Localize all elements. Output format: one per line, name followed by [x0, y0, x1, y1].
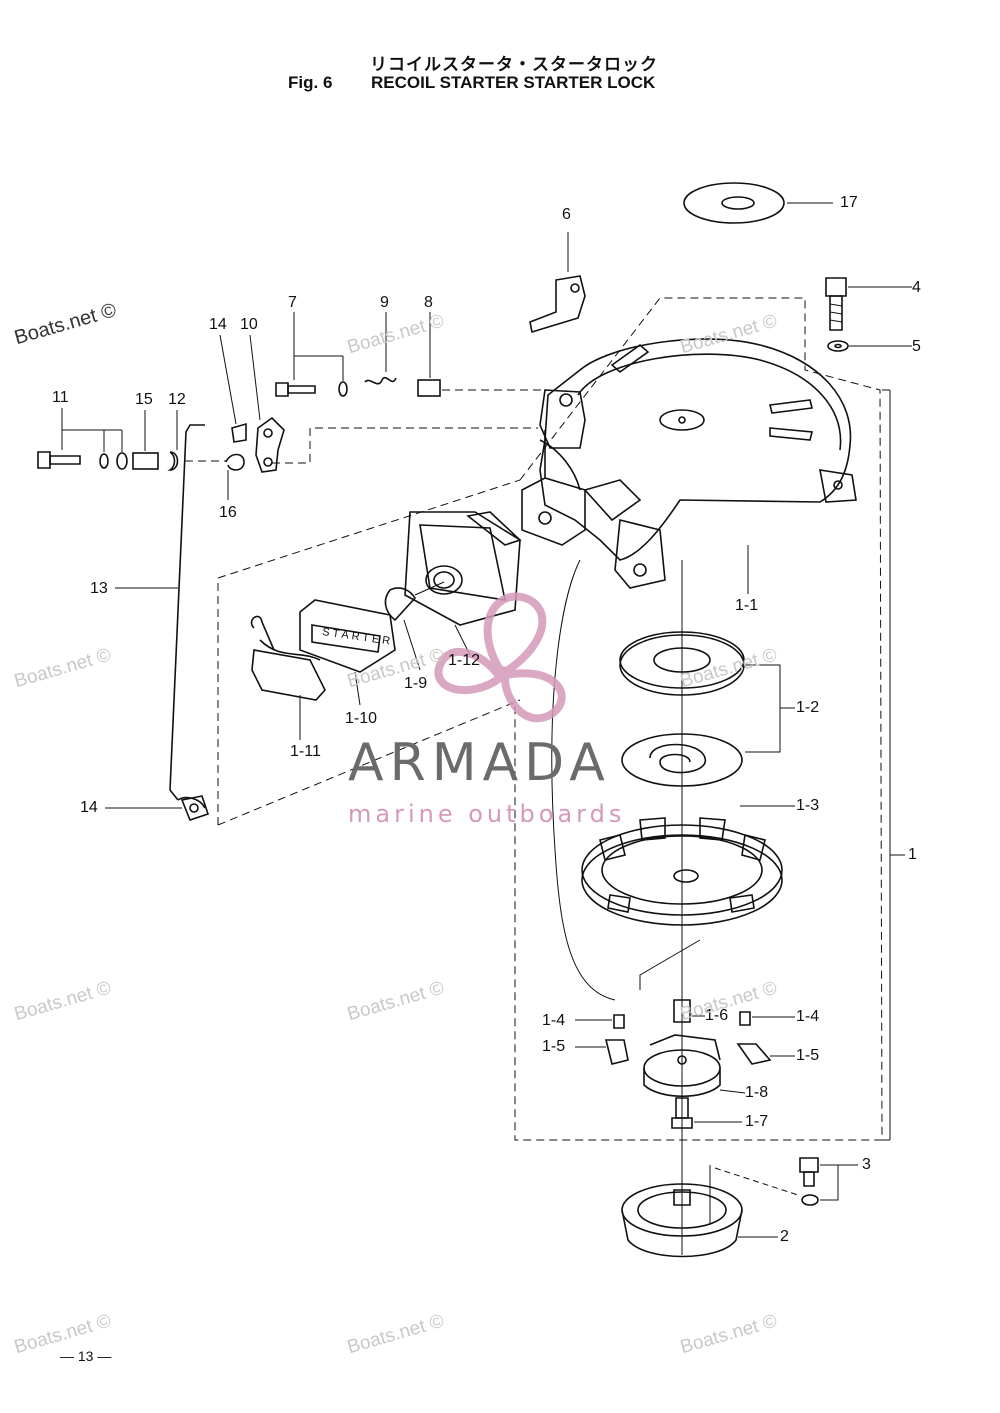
- callout-10: 10: [240, 316, 258, 333]
- callout-1-5-right: 1-5: [796, 1047, 820, 1064]
- callout-1-7: 1-7: [745, 1113, 769, 1130]
- figure-number: Fig. 6: [288, 73, 333, 92]
- callout-5: 5: [912, 338, 921, 355]
- part-1-4-spring-right: [739, 1011, 795, 1026]
- callout-1-12: 1-12: [448, 652, 481, 669]
- part-1-5-pawl-left: [575, 1039, 629, 1065]
- part-1-4-spring-left: [575, 1014, 625, 1029]
- callout-1-3: 1-3: [796, 797, 820, 814]
- part-15-spacer: [132, 410, 159, 470]
- part-1-3-reel: [581, 805, 795, 990]
- part-1-11-insert: [250, 615, 326, 740]
- callout-9: 9: [380, 294, 389, 311]
- callout-1-2: 1-2: [796, 699, 820, 716]
- part-3-bolt: [799, 1157, 858, 1206]
- starter-rope-route: [551, 559, 616, 1001]
- part-1-9-rope: [384, 581, 445, 671]
- part-1-bracket: [882, 389, 905, 1141]
- callout-1-5-left: 1-5: [542, 1038, 566, 1055]
- part-16-spring: [225, 453, 245, 500]
- part-2-pulley: [621, 1165, 799, 1258]
- part-1-6-spring: [673, 999, 705, 1023]
- part-4-bolt: [825, 277, 912, 331]
- part-11-bolt: [37, 408, 128, 470]
- part-7-bolt: [275, 312, 348, 397]
- part-14-clip-upper: [219, 334, 247, 443]
- callout-11: 11: [52, 389, 69, 406]
- callout-6: 6: [562, 206, 571, 223]
- armada-brand-watermark: ARMADA: [348, 733, 611, 793]
- part-8-collar: [417, 312, 548, 397]
- part-1-12-guide: [404, 511, 522, 656]
- callout-1-1: 1-1: [735, 597, 759, 614]
- part-9-spring: [364, 312, 397, 385]
- part-1-7-bolt: [671, 1097, 742, 1129]
- callout-1-4-right: 1-4: [796, 1008, 820, 1025]
- callout-12: 12: [168, 391, 186, 408]
- callout-16: 16: [219, 504, 237, 521]
- callout-1-11: 1-11: [290, 743, 321, 760]
- part-14-clip-lower: [105, 795, 210, 821]
- part-13-rod: [115, 424, 206, 809]
- callout-7: 7: [288, 294, 297, 311]
- callout-2: 2: [780, 1228, 789, 1245]
- part-1-1-starter-housing: [539, 338, 857, 594]
- callout-3: 3: [862, 1156, 871, 1173]
- armada-tagline-watermark: marine outboards: [348, 800, 626, 828]
- part-1-10-handle: [299, 599, 396, 706]
- page-number: — 13 —: [60, 1348, 112, 1364]
- part-1-8-drive-plate: [643, 1034, 746, 1098]
- callout-1: 1: [908, 846, 917, 863]
- callout-15: 15: [135, 391, 153, 408]
- part-12-clip: [167, 410, 179, 471]
- callout-1-4-left: 1-4: [542, 1012, 566, 1029]
- part-1-5-pawl-right: [736, 1043, 795, 1065]
- callout-1-8: 1-8: [745, 1084, 769, 1101]
- callout-14-upper: 14: [209, 316, 227, 333]
- part-17-decal: [683, 182, 833, 224]
- part-5-washer: [827, 340, 912, 352]
- callout-13: 13: [90, 580, 108, 597]
- armada-propeller-logo: [434, 592, 566, 723]
- callout-1-6: 1-6: [705, 1007, 729, 1024]
- part-10-lever-plate: [249, 334, 285, 473]
- callout-1-9: 1-9: [404, 675, 428, 692]
- callout-8: 8: [424, 294, 433, 311]
- part-6-lever: [529, 232, 586, 334]
- callout-1-10: 1-10: [345, 710, 378, 727]
- figure-title: RECOIL STARTER STARTER LOCK: [371, 73, 656, 92]
- callout-4: 4: [912, 279, 921, 296]
- callout-17: 17: [840, 194, 858, 211]
- title-japanese: リコイルスタータ・スタータロック: [370, 55, 658, 75]
- starter-lock-block: [521, 389, 642, 546]
- callout-14-lower: 14: [80, 799, 98, 816]
